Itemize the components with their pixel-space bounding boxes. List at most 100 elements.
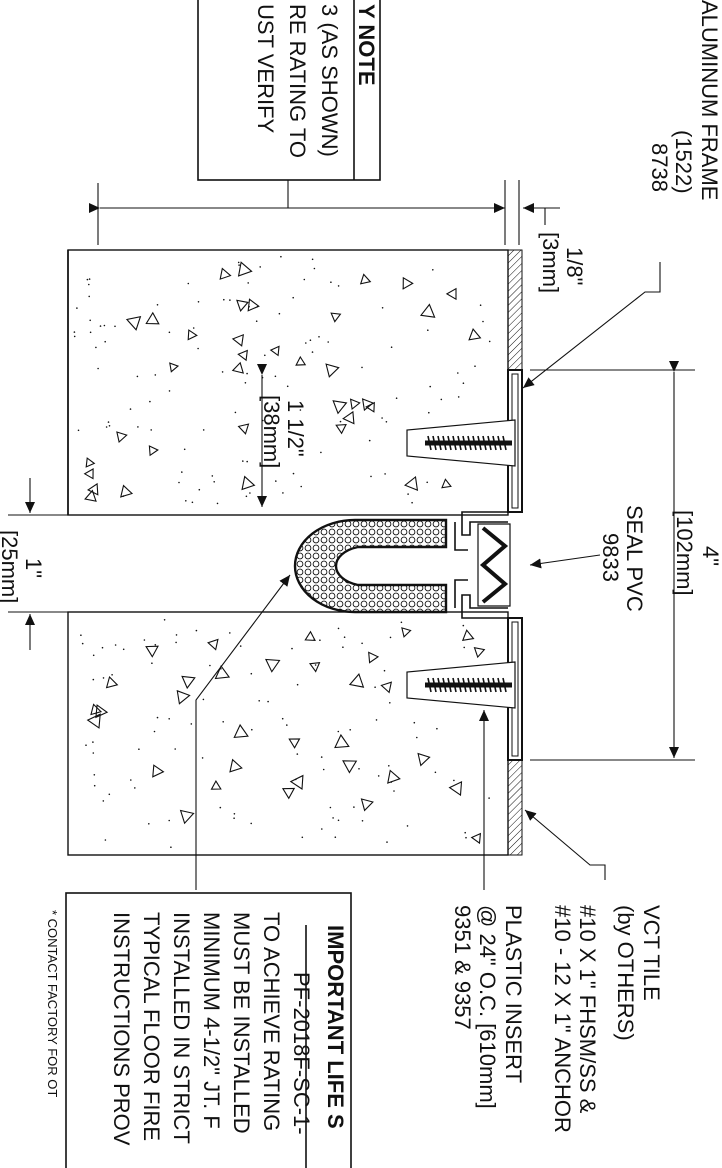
screw-thread (457, 435, 462, 451)
important-line-7: INSTRUCTIONS PROV (109, 912, 134, 1146)
aggregate-mark (441, 478, 452, 489)
svg-text:1": 1" (21, 558, 46, 578)
aggregate-mark (342, 760, 358, 774)
aggregate-mark (401, 627, 412, 638)
aggregate-mark (380, 681, 393, 694)
screw-thread (447, 435, 452, 451)
important-line-6: TYPICAL FLOOR FIRE (139, 912, 164, 1141)
aggregate-mark (304, 630, 316, 641)
aggregate-dot (389, 702, 391, 704)
aggregate-dot (197, 301, 200, 303)
aggregate-dot (255, 320, 258, 323)
aggregate-mark (105, 675, 119, 689)
aggregate-mark (445, 287, 457, 301)
aggregate-dot (229, 632, 231, 634)
aggregate-mark (247, 298, 260, 312)
aggregate-dot (246, 460, 248, 463)
aggregate-dot (390, 346, 393, 349)
aggregate-dot (319, 639, 321, 641)
aggregate-dot (92, 678, 95, 681)
aggregate-dot (95, 346, 97, 349)
aggregate-mark (288, 738, 301, 749)
aggregate-dot (395, 397, 398, 400)
aggregate-dot (89, 331, 92, 334)
aggregate-dot (361, 642, 363, 645)
aggregate-mark (237, 261, 253, 277)
aggregate-mark (210, 780, 222, 790)
aggregate-dot (195, 629, 198, 632)
screw-thread (467, 435, 472, 451)
aggregate-dot (301, 836, 304, 839)
screw-thread (477, 435, 482, 451)
note-line-2: RE RATING TO (285, 4, 310, 158)
aggregate-dot (138, 748, 140, 750)
aggregate-dot (107, 421, 110, 423)
svg-text:@ 24" O.C. [610mm]: @ 24" O.C. [610mm] (475, 905, 500, 1109)
aggregate-dot (400, 621, 403, 624)
aggregate-dot (134, 787, 136, 789)
aggregate-dot (381, 307, 384, 309)
frame-part-number: 8738 (647, 143, 672, 192)
aggregate-dot (239, 645, 242, 647)
screw-thread (452, 677, 457, 693)
aggregate-dot (97, 367, 99, 370)
aggregate-dot (73, 335, 76, 338)
aggregate-mark (237, 349, 248, 362)
aggregate-dot (149, 400, 151, 403)
aggregate-dot (89, 319, 91, 322)
aggregate-mark (332, 400, 348, 415)
aggregate-dot (337, 819, 340, 822)
aggregate-dot (102, 800, 105, 802)
aggregate-dot (170, 846, 172, 848)
screw-thread (427, 435, 432, 451)
aggregate-dot (77, 429, 80, 432)
aggregate-mark (176, 689, 191, 705)
svg-text:[38mm]: [38mm] (259, 395, 284, 468)
aggregate-dot (457, 396, 460, 398)
svg-text:#10 - 12 X 1" ANCHOR: #10 - 12 X 1" ANCHOR (550, 905, 575, 1133)
aggregate-dot (313, 267, 316, 270)
aggregate-dot (256, 305, 259, 308)
joint-dimension-text: 1" [25mm] (0, 530, 46, 603)
aggregate-mark (207, 638, 219, 651)
aggregate-dot (313, 638, 316, 641)
aggregate-mark (264, 658, 281, 673)
aggregate-mark (231, 333, 244, 347)
aggregate-mark (187, 329, 198, 341)
aggregate-mark (86, 713, 101, 729)
aggregate-dot (198, 488, 201, 491)
aggregate-dot (330, 281, 332, 284)
screw-thread (457, 677, 462, 693)
aggregate-dot (349, 729, 352, 731)
aggregate-dot (384, 473, 386, 475)
aggregate-dot (233, 813, 236, 815)
aggregate-dot (229, 299, 231, 301)
aggregate-dot (305, 342, 307, 344)
vct-tile-layer-top (507, 249, 523, 371)
screw-thread (427, 677, 432, 693)
aggregate-dot (343, 636, 346, 638)
aggregate-dot (183, 448, 186, 451)
screw-thread (477, 677, 482, 693)
aggregate-mark (325, 363, 340, 378)
pvc-seal (477, 523, 511, 607)
aggregate-mark (419, 303, 436, 318)
fire-barrier-foam (293, 518, 448, 614)
important-line-1: PF-2018F-SC-1- (289, 972, 314, 1135)
aggregate-dot (108, 425, 111, 427)
aggregate-dot (413, 721, 416, 724)
aggregate-dot (429, 385, 432, 388)
svg-text:[25mm]: [25mm] (0, 530, 22, 603)
aggregate-mark (148, 445, 159, 457)
aggregate-mark (229, 758, 243, 773)
aggregate-dot (223, 298, 225, 301)
screw-thread (467, 677, 472, 693)
aggregate-mark (468, 328, 482, 341)
anchor-bottom (406, 661, 516, 709)
aggregate-dot (280, 255, 282, 258)
aggregate-dot (246, 372, 248, 375)
aggregate-dot (148, 823, 150, 825)
aggregate-dot (122, 495, 125, 497)
aggregate-dot (213, 481, 215, 483)
aggregate-dot (329, 806, 332, 809)
